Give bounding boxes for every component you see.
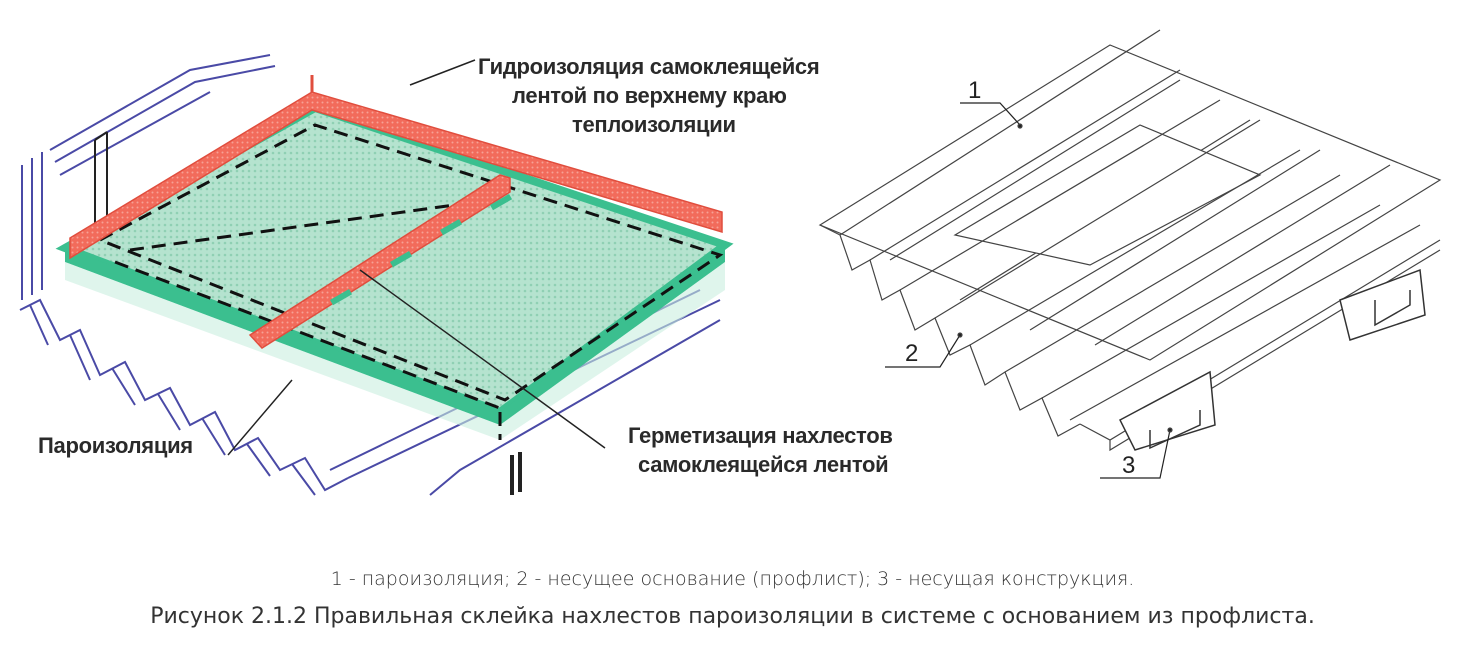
label-waterproofing-line3: теплоизоляции xyxy=(572,112,736,137)
label-waterproofing-line2: лентой по верхнему краю xyxy=(512,83,787,108)
vapor-barrier-front-edge xyxy=(65,248,500,425)
seam-clips xyxy=(330,194,513,306)
label-vapor-barrier: Пароизоляция xyxy=(38,433,193,458)
leader-lines xyxy=(227,59,606,456)
roof-assembly-figure xyxy=(19,29,1442,496)
callout-3: 3 xyxy=(1122,452,1136,479)
callout-1: 1 xyxy=(968,77,982,104)
label-waterproofing-line1: Гидроизоляция самоклеящейся xyxy=(478,54,820,79)
support-beams xyxy=(1119,268,1426,451)
overlap-dashes xyxy=(96,123,724,440)
label-sealing-line1: Герметизация нахлестов xyxy=(628,423,893,448)
right-drawing xyxy=(818,29,1442,479)
callout-leaders xyxy=(885,102,1171,479)
figure-caption: Рисунок 2.1.2 Правильная склейка нахлест… xyxy=(150,604,1315,629)
figure-legend: 1 - пароизоляция; 2 - несущее основание … xyxy=(330,568,1135,590)
left-drawing xyxy=(19,54,734,496)
callout-2: 2 xyxy=(905,340,919,367)
label-sealing-line2: самоклеящейся лентой xyxy=(638,452,889,477)
profiled-deck-right xyxy=(819,29,1441,452)
parapet-wall xyxy=(21,54,276,300)
sheet-1-lower xyxy=(953,124,1262,266)
tape-seam xyxy=(248,174,511,349)
support-post xyxy=(510,452,522,495)
